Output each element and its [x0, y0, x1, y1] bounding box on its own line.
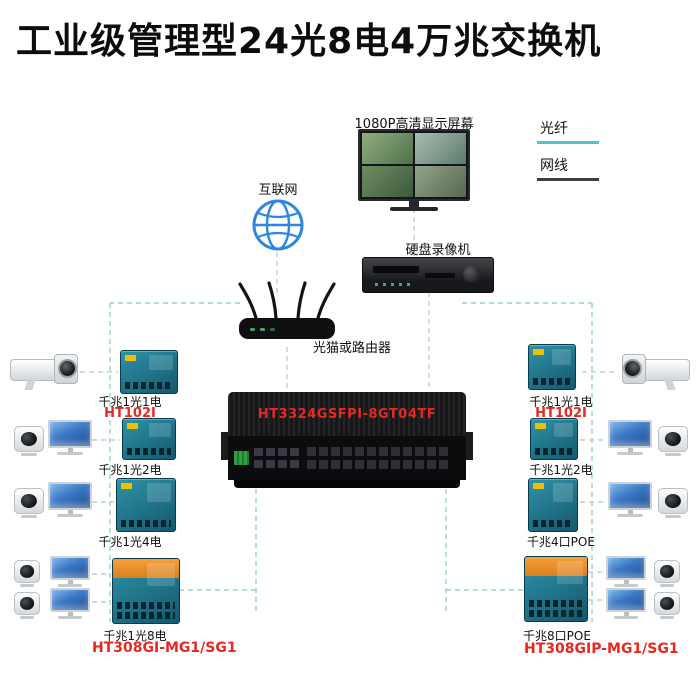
camera-view-1: [362, 133, 413, 164]
right-switch-2: [530, 418, 578, 460]
desktop-monitor-icon: [48, 482, 92, 517]
right-switch-3-label: 千兆4口POE: [527, 535, 595, 549]
ports: [529, 610, 583, 617]
legend-cable-label: 网线: [540, 158, 568, 174]
sfp-port-block: [307, 447, 451, 469]
right-switch-1: [528, 344, 576, 390]
sticker: [533, 483, 544, 489]
core-switch-device: HT3324GSFPI-8GT04TF: [221, 392, 473, 488]
dome-camera-icon: [14, 560, 40, 588]
core-switch-base: [234, 480, 460, 488]
legend-fiber-line: [537, 141, 599, 144]
left-switch-4-label: 千兆1光8电: [103, 629, 167, 643]
desktop-monitor-icon: [606, 556, 646, 587]
ports: [117, 602, 175, 609]
ports: [125, 382, 173, 389]
right-switch-4: [524, 556, 588, 622]
display-base: [390, 207, 438, 211]
sticker: [535, 423, 546, 429]
power-terminal: [234, 451, 249, 465]
panel: [146, 483, 171, 502]
core-switch-top: HT3324GSFPI-8GT04TF: [228, 392, 466, 436]
right-switch-4-label: 千兆8口POE: [523, 629, 591, 643]
ports: [117, 612, 175, 619]
right-switch-4-model: HT308GIP-MG1/SG1: [524, 641, 679, 657]
dvr-label: 硬盘录像机: [405, 243, 471, 258]
display-label: 1080P高清显示屏幕: [354, 117, 474, 132]
display-neck: [409, 201, 419, 207]
desktop-monitor-icon: [48, 420, 92, 455]
dome-camera-icon: [14, 426, 44, 458]
dome-camera-icon: [14, 592, 40, 620]
internet-label: 互联网: [258, 183, 298, 198]
bullet-camera-icon: [618, 350, 690, 392]
legend-fiber-label: 光纤: [540, 121, 568, 137]
dome-camera-icon: [14, 488, 44, 520]
ports: [529, 600, 583, 607]
camera-view-4: [415, 166, 466, 197]
desktop-monitor-icon: [606, 588, 646, 619]
bullet-camera-icon: [10, 350, 82, 392]
rack-ear-left: [221, 432, 229, 460]
panel: [552, 483, 573, 502]
left-switch-1: [120, 350, 178, 394]
dvr-device: [362, 257, 494, 293]
ports: [533, 520, 573, 527]
rack-ear-right: [465, 432, 473, 460]
core-switch-model: HT3324GSFPI-8GT04TF: [257, 406, 437, 422]
sticker: [127, 423, 138, 429]
panel: [147, 563, 175, 587]
left-switch-2-label: 千兆1光2电: [98, 463, 162, 477]
left-switch-3-label: 千兆1光4电: [98, 535, 162, 549]
left-switch-1-label: 千兆1光1电: [98, 395, 162, 409]
dome-camera-icon: [654, 592, 680, 620]
dome-camera-icon: [658, 426, 688, 458]
left-switch-4: [112, 558, 180, 624]
left-switch-4-model: HT308GI-MG1/SG1: [92, 640, 237, 656]
dvr-usb-port: [425, 273, 455, 278]
rj45-port-block: [254, 448, 302, 468]
camera-view-3: [362, 166, 413, 197]
panel: [556, 561, 583, 585]
left-switch-1-model: HT102I: [104, 406, 156, 421]
desktop-monitor-icon: [50, 588, 90, 619]
dvr-leds: [375, 283, 415, 286]
router-device: [238, 281, 336, 339]
left-switch-2: [122, 418, 176, 460]
desktop-monitor-icon: [608, 482, 652, 517]
core-switch-front: [228, 436, 466, 480]
globe-icon: [252, 199, 304, 251]
panel: [149, 355, 173, 371]
page-title: 工业级管理型24光8电4万兆交换机: [16, 21, 602, 62]
panel: [551, 349, 571, 365]
right-switch-3: [528, 478, 578, 532]
surveillance-display: [358, 129, 470, 211]
display-screen: [358, 129, 470, 201]
left-switch-3: [116, 478, 176, 532]
legend-cable-line: [537, 178, 599, 181]
right-switch-1-model: HT102I: [535, 406, 587, 421]
dvr-knob: [463, 265, 481, 283]
ports: [121, 520, 171, 527]
camera-view-2: [415, 133, 466, 164]
router-label: 光猫或路由器: [312, 341, 391, 356]
panel: [149, 423, 171, 438]
dome-camera-icon: [658, 488, 688, 520]
desktop-monitor-icon: [608, 420, 652, 455]
ports: [127, 448, 171, 455]
sticker: [533, 349, 544, 355]
sticker: [125, 355, 136, 361]
ports: [533, 378, 571, 385]
ports: [535, 448, 573, 455]
dvr-disc-slot: [373, 266, 419, 273]
desktop-monitor-icon: [50, 556, 90, 587]
dome-camera-icon: [654, 560, 680, 588]
right-switch-2-label: 千兆1光2电: [529, 463, 593, 477]
panel: [553, 423, 573, 438]
sticker: [121, 483, 132, 489]
right-switch-1-label: 千兆1光1电: [529, 395, 593, 409]
